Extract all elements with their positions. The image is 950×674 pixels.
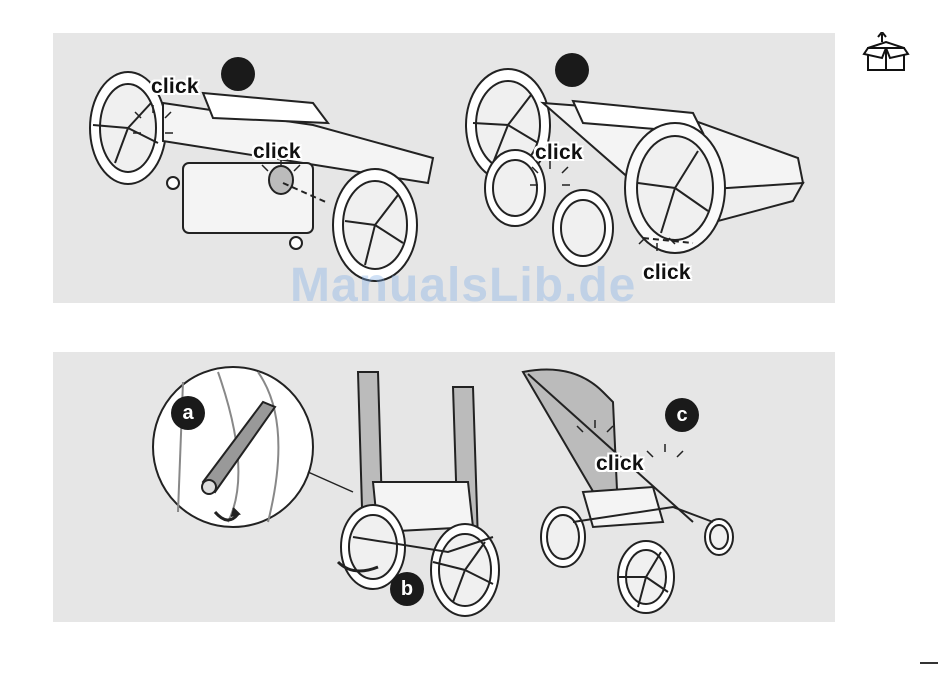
click-label: click (596, 452, 644, 476)
step-badge-b: b (390, 572, 424, 606)
box-unpack-icon (862, 32, 910, 74)
unfolding-stroller-illustration (53, 352, 835, 622)
step-badge-2 (555, 53, 589, 87)
click-label: click (643, 261, 691, 285)
step-badge-a: a (171, 396, 205, 430)
click-label: click (151, 75, 199, 99)
step-badge-c: c (665, 398, 699, 432)
click-label: click (535, 141, 583, 165)
step-badge-1 (221, 57, 255, 91)
page-marker (920, 662, 938, 664)
click-label: click (253, 140, 301, 164)
watermark: ManualsLib.de (290, 258, 636, 313)
unfolding-stroller-panel: a b c click (53, 352, 835, 622)
